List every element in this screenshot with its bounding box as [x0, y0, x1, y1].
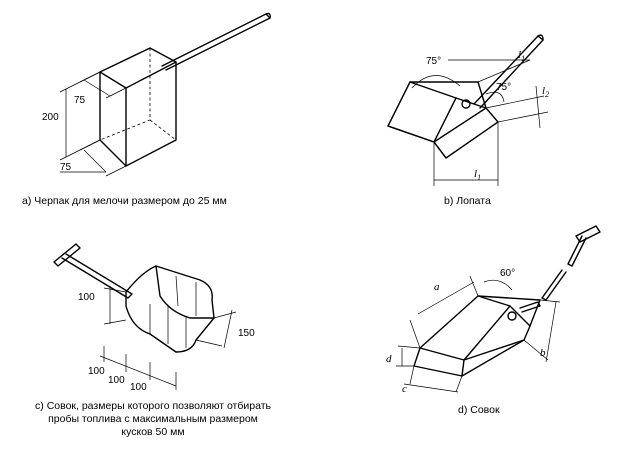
figure-c-caption-line1: c) Совок, размеры которого позволяют отб…: [35, 400, 271, 412]
figure-a-drawing: [59, 12, 271, 177]
figure-c-dim-100-a: 100: [88, 366, 105, 377]
figure-c-dim-100-c: 100: [130, 382, 147, 393]
figure-b-drawing: [387, 34, 549, 186]
figure-d-angle-60: 60°: [500, 268, 515, 279]
figure-a-dim-200: 200: [42, 112, 59, 123]
figure-d-dim-b: b: [540, 347, 546, 359]
figure-c-dim-100-vertical: 100: [78, 292, 95, 303]
figure-b-angle-right: 75°: [496, 82, 511, 93]
figure-c-drawing: [53, 243, 237, 390]
figure-d-drawing: [396, 225, 601, 393]
figure-d-caption: d) Совок: [458, 404, 500, 416]
figure-b-angle-top: 75°: [426, 56, 441, 67]
figure-c-caption: c) Совок, размеры которого позволяют отб…: [12, 400, 294, 439]
figure-b-dim-l2: l2: [542, 85, 549, 99]
figure-d-dim-c: c: [402, 383, 407, 395]
figure-b-dim-l1-top: l1: [518, 49, 525, 63]
figure-b-caption: b) Лопата: [444, 195, 491, 207]
figure-b-dim-l1-bottom: l1: [474, 168, 481, 182]
figure-a-dim-75-bottom: 75: [60, 162, 72, 173]
figure-c-caption-line2: пробы топлива с максимальным размером: [48, 413, 258, 425]
figure-d-dim-d: d: [386, 353, 392, 365]
figure-c-caption-line3: кусков 50 мм: [121, 426, 185, 438]
figure-c-dim-100-b: 100: [108, 375, 125, 386]
figure-a-dim-75-top: 75: [74, 95, 86, 106]
figure-c-dim-150: 150: [238, 328, 255, 339]
figure-d-dim-a: a: [434, 281, 440, 293]
figure-a-caption: а) Черпак для мелочи размером до 25 мм: [22, 195, 227, 207]
